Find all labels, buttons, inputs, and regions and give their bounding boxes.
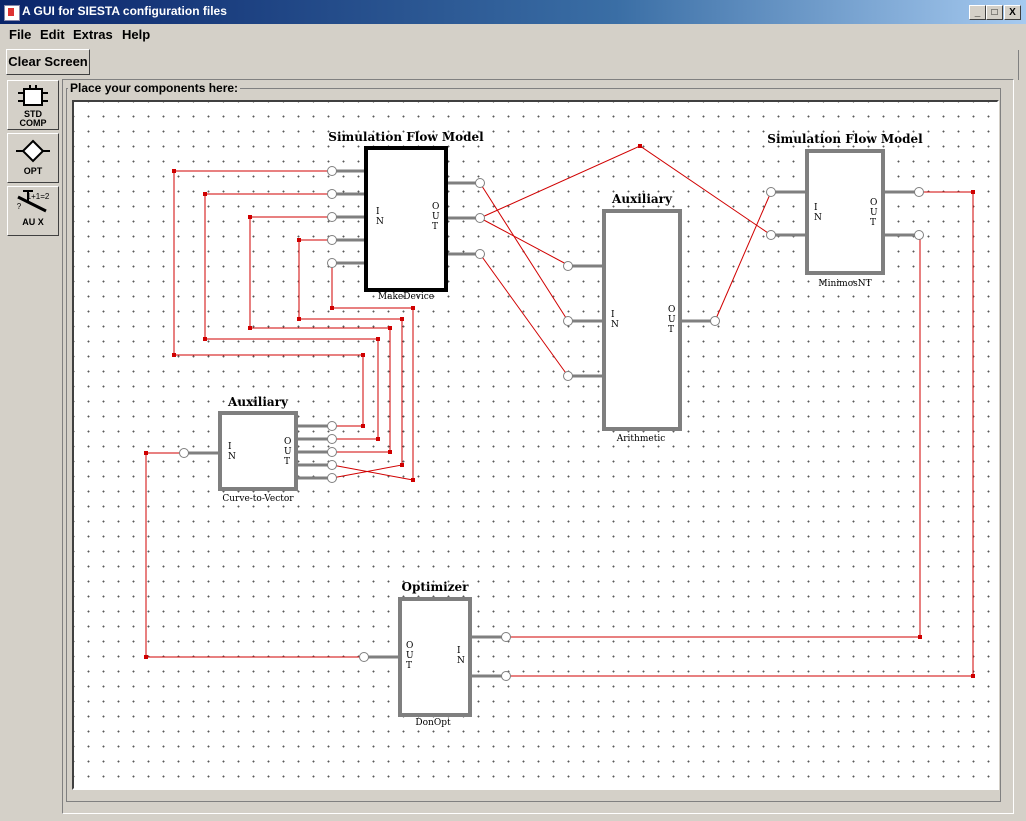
- minimos-in-label: I N: [814, 203, 822, 223]
- donopt-out-label: O U T: [406, 641, 414, 671]
- std-label: STD: [24, 109, 42, 119]
- minimos-name: MinimosNT: [818, 279, 872, 289]
- workspace-title: Place your components here:: [68, 81, 241, 95]
- arithmetic-out-label: O U T: [668, 305, 676, 335]
- make-device-out-label: O U T: [432, 202, 440, 232]
- aux-label: AU X: [22, 217, 44, 227]
- component-palette: STD COMP OPT 1+1=2 ? AU X: [3, 78, 59, 818]
- donopt-title: Optimizer: [401, 580, 469, 594]
- donopt-name: DonOpt: [415, 718, 451, 728]
- opt-tool[interactable]: OPT: [7, 133, 59, 183]
- aux-formula: 1+1=2: [26, 192, 50, 201]
- arithmetic-in-label: I N: [611, 310, 619, 330]
- make-device-in-label: I N: [376, 207, 384, 227]
- menu-bar: File Edit Extras Help: [0, 24, 1026, 46]
- arithmetic-name: Arithmetic: [616, 434, 666, 444]
- curve-to-vector-title: Auxiliary: [228, 395, 288, 409]
- opt-label: OPT: [23, 166, 43, 176]
- aux-tool[interactable]: 1+1=2 ? AU X: [7, 186, 59, 236]
- maximize-button[interactable]: □: [986, 5, 1003, 20]
- menu-file[interactable]: File: [9, 27, 32, 42]
- make-device-name: MakeDevice: [377, 292, 435, 302]
- chip-icon: [18, 85, 48, 106]
- minimize-button[interactable]: _: [969, 5, 986, 20]
- minimos-title: Simulation Flow Model: [767, 132, 923, 146]
- aux-question: ?: [16, 202, 22, 211]
- curve-to-vector-in-label: I N: [228, 442, 236, 462]
- arithmetic-title: Auxiliary: [612, 192, 672, 206]
- window-title: A GUI for SIESTA configuration files: [22, 4, 227, 18]
- scrollbar-stub[interactable]: [1018, 50, 1026, 80]
- donopt-component[interactable]: [398, 597, 472, 717]
- comp-label: COMP: [19, 118, 47, 128]
- curve-to-vector-name: Curve-to-Vector: [222, 494, 294, 504]
- minimos-out-label: O U T: [870, 198, 878, 228]
- tools-icon: [17, 190, 47, 213]
- diamond-icon: [16, 139, 50, 163]
- menu-extras[interactable]: Extras: [73, 27, 113, 42]
- menu-help[interactable]: Help: [122, 27, 151, 42]
- clear-screen-button[interactable]: Clear Screen: [6, 49, 90, 75]
- std-comp-tool[interactable]: STD COMP: [7, 80, 59, 130]
- donopt-in-label: I N: [457, 646, 465, 666]
- workspace-panel: [62, 79, 1014, 814]
- curve-to-vector-out-label: O U T: [284, 437, 292, 467]
- make-device-title: Simulation Flow Model: [328, 130, 484, 144]
- java-app-icon: [4, 5, 20, 21]
- workspace-group-border: [66, 88, 1001, 802]
- close-button[interactable]: X: [1004, 5, 1021, 20]
- title-bar: A GUI for SIESTA configuration files _ □…: [0, 0, 1026, 24]
- menu-edit[interactable]: Edit: [40, 27, 65, 42]
